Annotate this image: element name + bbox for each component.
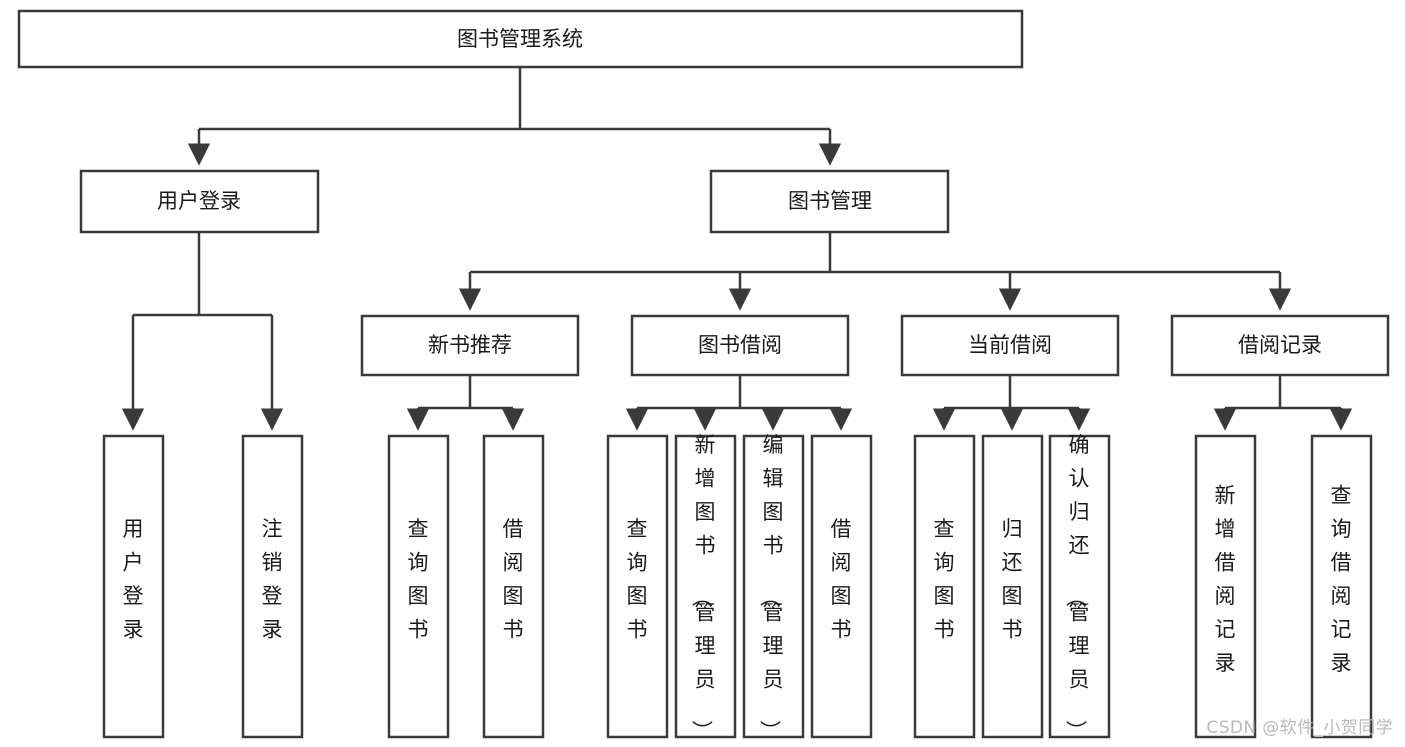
node-leaf-confirm-return-label: 确认归还（管理员）: [1064, 433, 1090, 741]
node-leaf-query-book-3-label: 查询图书: [934, 517, 955, 642]
node-leaf-borrow-book-1-box[interactable]: [482, 434, 545, 739]
node-user-login[interactable]: 用户登录: [79, 169, 320, 234]
node-leaf-logout-box[interactable]: [241, 434, 304, 739]
node-book-borrow-box[interactable]: [630, 314, 850, 377]
node-leaf-add-record-label: 新增借阅记录: [1215, 483, 1236, 675]
node-user-login-label: 用户登录: [157, 189, 241, 213]
node-root-label: 图书管理系统: [457, 27, 583, 51]
node-leaf-query-book-1-label: 查询图书: [408, 517, 429, 642]
node-new-book-rec-box[interactable]: [360, 314, 580, 377]
node-book-manage-box[interactable]: [709, 169, 950, 234]
node-leaf-return-book[interactable]: 归还图书: [981, 434, 1044, 739]
node-current-borrow[interactable]: 当前借阅: [900, 314, 1120, 377]
node-leaf-add-book-label: 新增图书（管理员）: [690, 433, 716, 741]
node-leaf-query-book-2[interactable]: 查询图书: [606, 434, 669, 739]
node-leaf-borrow-book-2[interactable]: 借阅图书: [810, 434, 873, 739]
node-leaf-query-book-3[interactable]: 查询图书: [913, 434, 976, 739]
node-book-manage-label: 图书管理: [788, 189, 872, 213]
node-leaf-borrow-book-2-label: 借阅图书: [831, 517, 852, 642]
node-leaf-return-book-box[interactable]: [981, 434, 1044, 739]
node-current-borrow-label: 当前借阅: [968, 333, 1052, 357]
node-new-book-rec-label: 新书推荐: [428, 333, 512, 357]
node-leaf-user-login-box[interactable]: [102, 434, 165, 739]
node-leaf-query-record-label: 查询借阅记录: [1331, 483, 1352, 675]
node-leaf-add-book[interactable]: 新增图书（管理员）: [674, 433, 737, 741]
node-user-login-box[interactable]: [79, 169, 320, 234]
node-leaf-edit-book[interactable]: 编辑图书（管理员）: [742, 433, 805, 741]
node-leaf-borrow-book-1[interactable]: 借阅图书: [482, 434, 545, 739]
node-root-box[interactable]: [17, 9, 1024, 69]
node-leaf-query-book-1[interactable]: 查询图书: [387, 434, 450, 739]
node-leaf-add-book-box[interactable]: [674, 434, 737, 739]
node-current-borrow-box[interactable]: [900, 314, 1120, 377]
node-leaf-query-book-2-box[interactable]: [606, 434, 669, 739]
node-leaf-return-book-label: 归还图书: [1002, 517, 1023, 642]
node-leaf-logout[interactable]: 注销登录: [241, 434, 304, 739]
node-borrow-record[interactable]: 借阅记录: [1170, 314, 1390, 377]
node-leaf-user-login-label: 用户登录: [123, 517, 144, 642]
node-leaf-query-book-1-box[interactable]: [387, 434, 450, 739]
node-book-manage[interactable]: 图书管理: [709, 169, 950, 234]
node-leaf-query-record[interactable]: 查询借阅记录: [1310, 434, 1373, 739]
connector-layer: [121, 67, 1353, 431]
node-leaf-confirm-return-box[interactable]: [1048, 434, 1111, 739]
node-book-borrow-label: 图书借阅: [698, 333, 782, 357]
node-borrow-record-label: 借阅记录: [1238, 333, 1322, 357]
node-leaf-borrow-book-2-box[interactable]: [810, 434, 873, 739]
node-leaf-borrow-book-1-label: 借阅图书: [503, 517, 524, 642]
node-leaf-logout-label: 注销登录: [262, 517, 283, 642]
node-leaf-add-record[interactable]: 新增借阅记录: [1194, 434, 1257, 739]
node-root[interactable]: 图书管理系统: [17, 9, 1024, 69]
node-borrow-record-box[interactable]: [1170, 314, 1390, 377]
node-leaf-edit-book-label: 编辑图书（管理员）: [758, 433, 784, 741]
node-new-book-rec[interactable]: 新书推荐: [360, 314, 580, 377]
node-book-borrow[interactable]: 图书借阅: [630, 314, 850, 377]
node-leaf-add-record-box[interactable]: [1194, 434, 1257, 739]
node-leaf-edit-book-box[interactable]: [742, 434, 805, 739]
node-leaf-query-book-2-label: 查询图书: [627, 517, 648, 642]
node-leaf-user-login[interactable]: 用户登录: [102, 434, 165, 739]
node-leaf-query-book-3-box[interactable]: [913, 434, 976, 739]
node-leaf-confirm-return[interactable]: 确认归还（管理员）: [1048, 433, 1111, 741]
node-leaf-query-record-box[interactable]: [1310, 434, 1373, 739]
